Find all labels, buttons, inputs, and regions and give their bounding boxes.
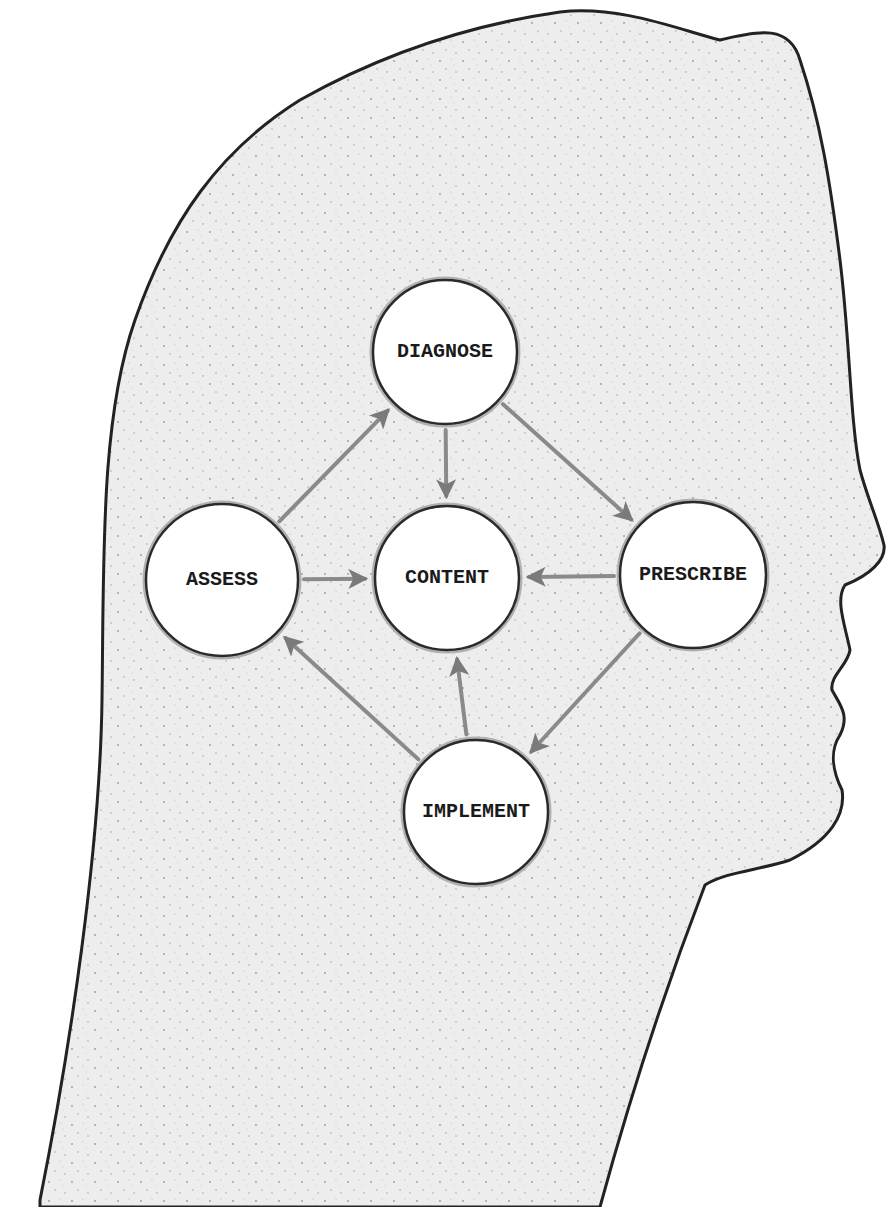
flow-arrow bbox=[503, 404, 631, 519]
circle-ring bbox=[373, 280, 517, 424]
circle-halo bbox=[375, 506, 519, 650]
node-label-group: ASSESS bbox=[143, 501, 301, 659]
flow-arrow bbox=[285, 638, 418, 759]
circle-halo bbox=[404, 740, 548, 884]
process-circle: ASSESS bbox=[143, 501, 301, 659]
node-label-group: DIAGNOSE bbox=[370, 277, 520, 427]
circle-ring bbox=[620, 502, 766, 648]
process-circle: IMPLEMENT bbox=[401, 737, 551, 887]
circle-ring bbox=[375, 506, 519, 650]
node-label: IMPLEMENT bbox=[422, 800, 530, 824]
node-label-group: IMPLEMENT bbox=[401, 737, 551, 887]
head-outline bbox=[40, 11, 884, 1207]
node-label: PRESCRIBE bbox=[639, 563, 747, 587]
circle-halo bbox=[146, 504, 298, 656]
process-circle: PRESCRIBE bbox=[617, 499, 769, 651]
circle-halo bbox=[620, 502, 766, 648]
flow-arrow bbox=[279, 411, 387, 522]
process-circle: DIAGNOSE bbox=[370, 277, 520, 427]
circle-ring bbox=[146, 504, 298, 656]
circle-halo bbox=[373, 280, 517, 424]
flow-arrow bbox=[531, 633, 639, 751]
node-label: DIAGNOSE bbox=[397, 340, 493, 364]
node-label: ASSESS bbox=[186, 568, 258, 592]
flow-arrow bbox=[457, 659, 466, 734]
node-label-group: PRESCRIBE bbox=[617, 499, 769, 651]
circle-ring bbox=[404, 740, 548, 884]
node-label: CONTENT bbox=[405, 566, 489, 590]
flow-arrow bbox=[304, 577, 365, 582]
flow-arrow bbox=[444, 430, 449, 496]
node-label-group: CONTENT bbox=[372, 503, 522, 653]
flow-arrow bbox=[529, 576, 614, 577]
process-circle: CONTENT bbox=[372, 503, 522, 653]
